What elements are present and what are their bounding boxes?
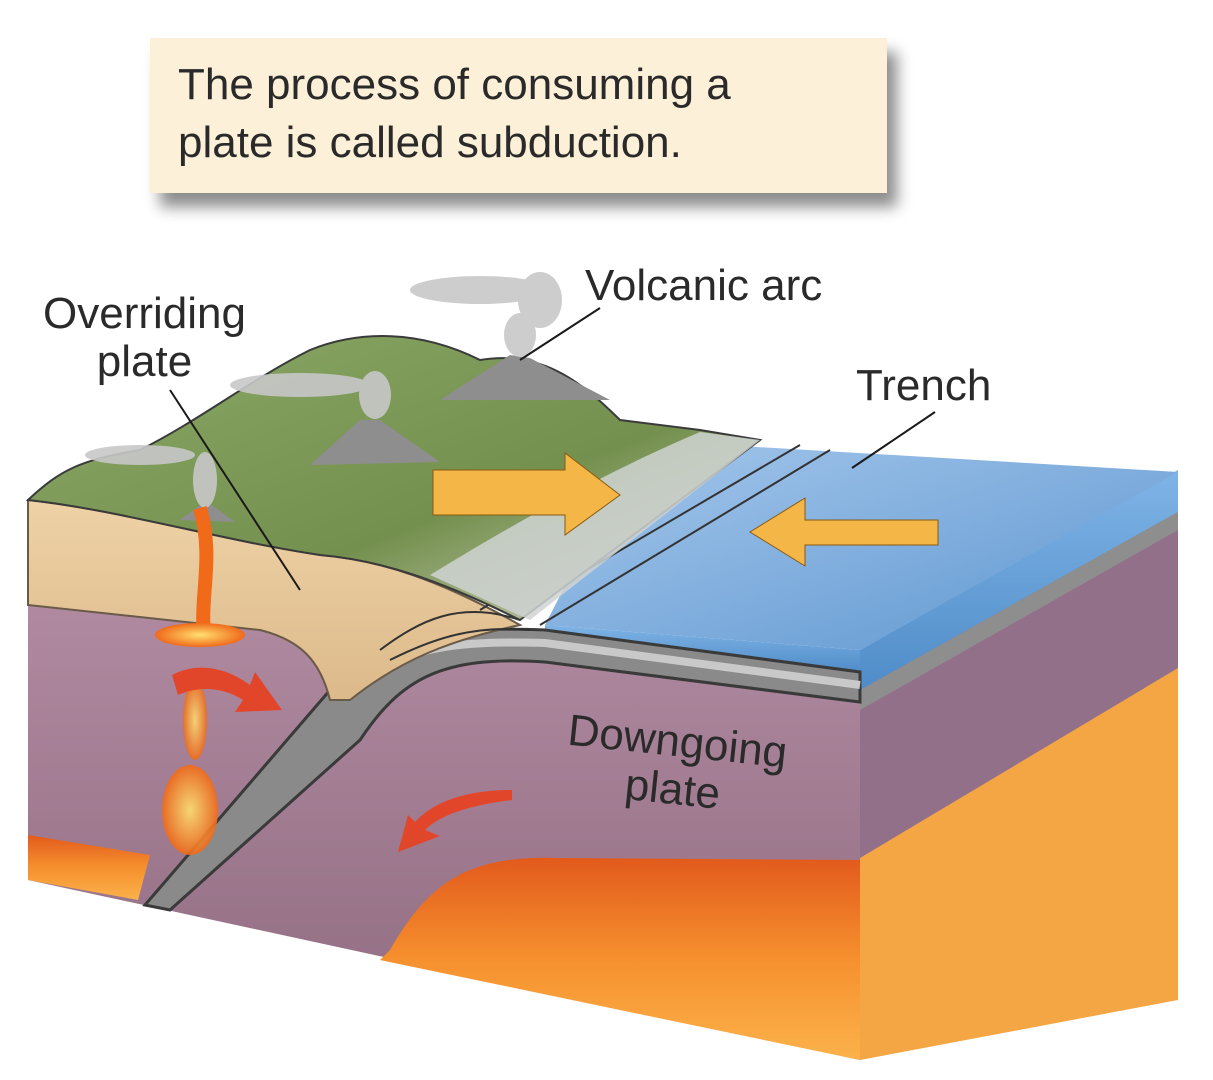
plate-motion-arrow-right bbox=[432, 451, 621, 536]
label-overriding-line2: plate bbox=[96, 337, 193, 386]
magma-conduit bbox=[155, 506, 245, 855]
leader-lines bbox=[169, 307, 936, 591]
caption-line-1: The process of consuming a bbox=[178, 60, 731, 109]
label-trench: Trench bbox=[856, 361, 992, 410]
convection-arrow-upper bbox=[172, 667, 282, 712]
convection-arrow-lower bbox=[398, 790, 512, 852]
caption-box: The process of consuming a plate is call… bbox=[150, 38, 887, 193]
label-overriding-line1: Overriding bbox=[43, 289, 246, 338]
caption-line-2: plate is called subduction. bbox=[178, 118, 682, 167]
label-overriding-plate: Overriding plate bbox=[22, 290, 267, 386]
plate-motion-arrow-left bbox=[749, 497, 939, 567]
label-volcanic-arc: Volcanic arc bbox=[585, 261, 823, 310]
block-right-face bbox=[860, 470, 1178, 1060]
volcano-smoke bbox=[85, 272, 562, 508]
block-front-face bbox=[27, 498, 862, 1060]
